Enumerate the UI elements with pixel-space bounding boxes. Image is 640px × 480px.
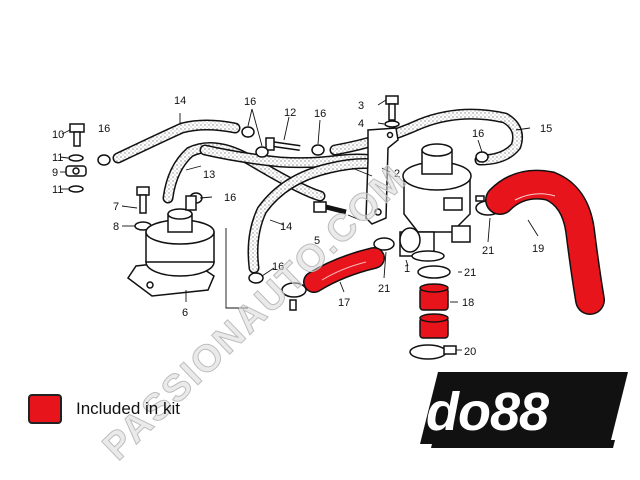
label-part-14-b: 14	[280, 221, 292, 233]
label-part-21-c: 21	[482, 245, 494, 257]
label-part-16-b: 16	[224, 192, 236, 204]
label-part-8: 8	[113, 221, 119, 233]
label-part-11-b: 11	[52, 184, 63, 196]
label-part-7: 7	[113, 201, 119, 213]
label-part-4: 4	[358, 118, 364, 130]
kit-hose-18	[419, 283, 449, 339]
bolt-10-assembly	[65, 123, 87, 193]
label-part-21-a: 21	[378, 283, 390, 295]
label-part-3: 3	[358, 100, 364, 112]
label-part-12: 12	[284, 107, 296, 119]
hose-clamp-lower	[281, 282, 307, 311]
label-part-16-c: 16	[244, 96, 256, 108]
label-part-1: 1	[404, 263, 410, 275]
mounting-bracket-2	[365, 127, 399, 225]
label-part-11-a: 11	[52, 152, 63, 164]
label-part-16-a: 16	[98, 123, 110, 135]
label-part-16-d: 16	[314, 108, 326, 120]
pressure-regulator-6	[126, 195, 215, 297]
legend-swatch-red	[28, 394, 62, 424]
label-part-16-e: 16	[472, 128, 484, 140]
kit-hose-17	[303, 247, 385, 293]
bolt-7-assembly	[134, 186, 152, 231]
label-part-6: 6	[182, 307, 188, 319]
label-part-18: 18	[462, 297, 474, 309]
hose-clamp-20	[409, 344, 457, 360]
label-part-14-a: 14	[174, 95, 186, 107]
label-part-10: 10	[52, 129, 64, 141]
kit-hose-19	[485, 169, 605, 315]
legend: Included in kit	[28, 394, 180, 424]
label-part-19: 19	[532, 243, 544, 255]
hose-connector-12	[265, 137, 301, 151]
vacuum-hose-14-lower	[247, 158, 381, 274]
vacuum-hose-14-upper	[112, 119, 241, 164]
label-part-9: 9	[52, 167, 58, 179]
label-part-21-b: 21	[464, 267, 476, 279]
leader-lines	[59, 99, 539, 351]
label-part-17: 17	[338, 297, 350, 309]
do88-logo: do88	[420, 372, 628, 448]
bolt-3-assembly	[384, 95, 400, 128]
legend-label: Included in kit	[76, 399, 180, 418]
label-part-15: 15	[540, 123, 552, 135]
label-part-13: 13	[203, 169, 215, 181]
do88-logo-text: do88	[426, 382, 549, 442]
label-part-16-f: 16	[272, 261, 284, 273]
fuel-pressure-regulator-1	[399, 143, 472, 262]
bolt-5	[313, 201, 347, 215]
part-number-labels: 10 16 11 9 11 7 8 14 13 16 16 12 16 3 4 …	[52, 95, 552, 358]
label-part-2: 2	[394, 168, 400, 180]
label-part-20: 20	[464, 346, 476, 358]
label-part-5: 5	[314, 235, 320, 247]
